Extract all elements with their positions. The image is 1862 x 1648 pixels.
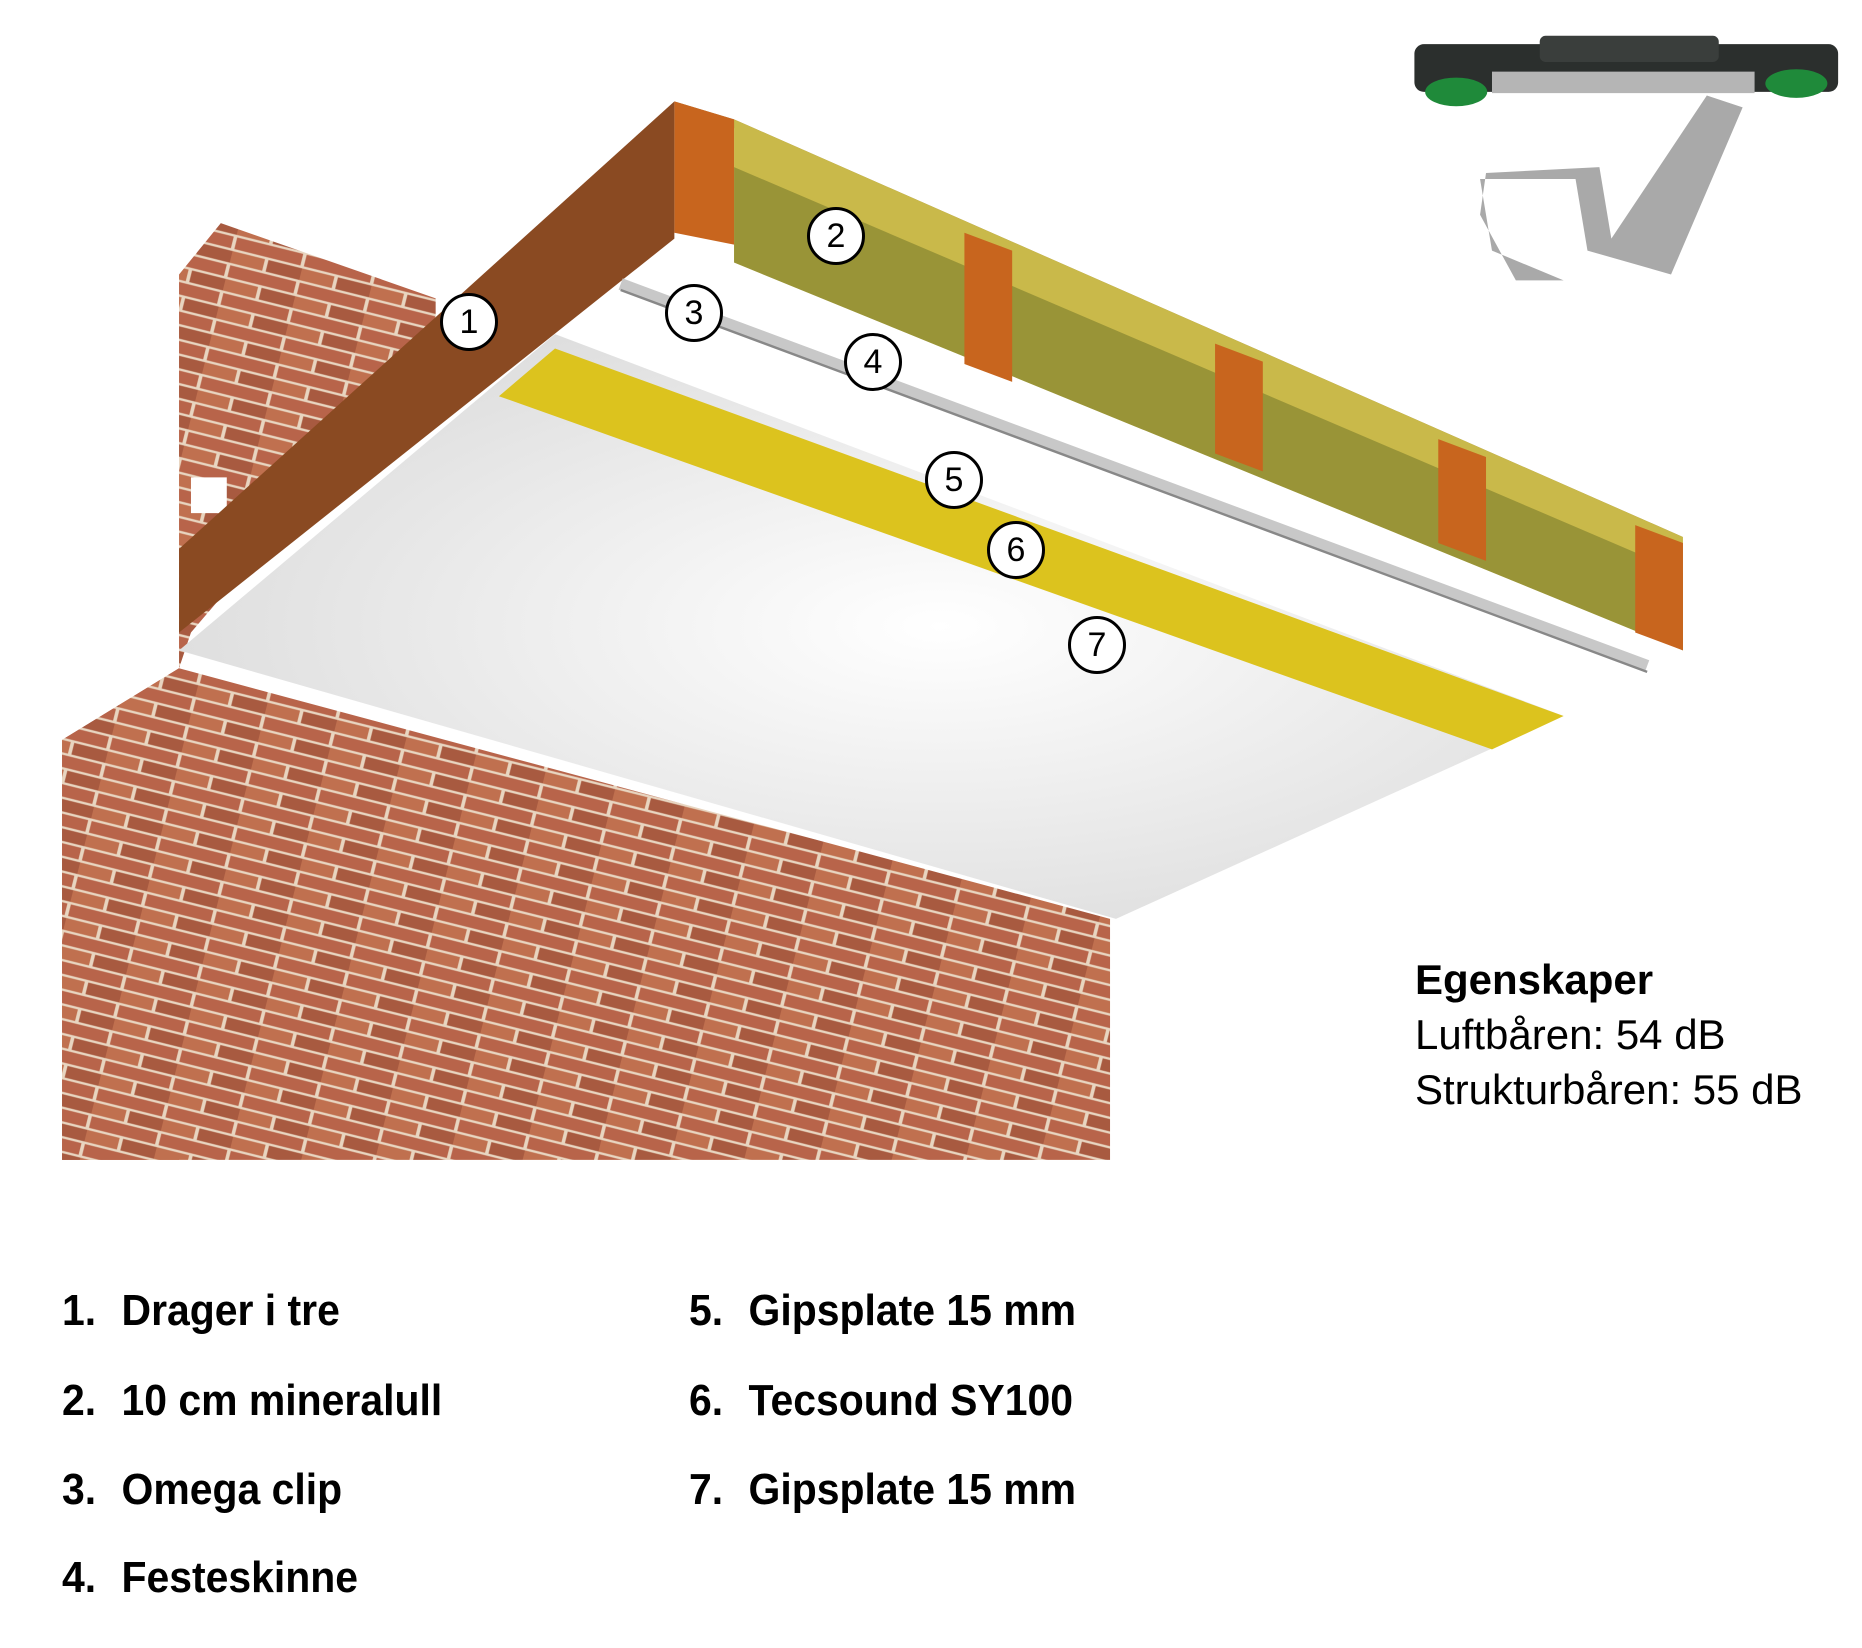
legend-number: 4. <box>62 1553 97 1602</box>
airborne-rating: Luftbåren: 54 dB <box>1415 1011 1726 1058</box>
legend-number: 3. <box>62 1465 97 1514</box>
callout-6: 6 <box>987 521 1045 579</box>
legend-label: Gipsplate 15 mm <box>748 1465 1077 1514</box>
legend-number: 2. <box>62 1376 97 1425</box>
brick-wall <box>62 668 1111 1160</box>
mounting-rail <box>618 278 1650 672</box>
legend-label: Drager i tre <box>121 1286 340 1335</box>
legend-number: 1. <box>62 1286 97 1335</box>
legend-item: 7. Gipsplate 15 mm <box>689 1465 1076 1515</box>
gypsum-board <box>179 334 1564 919</box>
legend-item: 1. Drager i tre <box>62 1286 340 1336</box>
legend-item: 6. Tecsound SY100 <box>689 1376 1073 1426</box>
legend-label: Gipsplate 15 mm <box>748 1286 1077 1335</box>
legend-item: 3. Omega clip <box>62 1465 342 1515</box>
callout-1: 1 <box>440 293 498 351</box>
properties-title: Egenskaper <box>1415 956 1654 1003</box>
structural-rating: Strukturbåren: 55 dB <box>1415 1066 1803 1113</box>
callout-3: 3 <box>665 284 723 342</box>
properties-box: Egenskaper Luftbåren: 54 dB Strukturbåre… <box>1415 952 1803 1117</box>
legend-number: 5. <box>689 1286 724 1335</box>
legend-label: Omega clip <box>121 1465 343 1514</box>
legend-label: 10 cm mineralull <box>121 1376 443 1425</box>
callout-4: 4 <box>844 333 902 391</box>
legend-number: 6. <box>689 1376 724 1425</box>
callout-5: 5 <box>925 451 983 509</box>
callout-2: 2 <box>807 207 865 265</box>
wood-beam <box>179 101 675 633</box>
legend-item: 5. Gipsplate 15 mm <box>689 1286 1076 1336</box>
legend-item: 4. Festeskinne <box>62 1553 358 1603</box>
legend-label: Tecsound SY100 <box>748 1376 1073 1425</box>
omega-clip-image <box>1414 35 1839 281</box>
legend-label: Festeskinne <box>121 1553 359 1602</box>
legend-number: 7. <box>689 1465 724 1514</box>
legend-item: 2. 10 cm mineralull <box>62 1376 442 1426</box>
callout-7: 7 <box>1068 616 1126 674</box>
